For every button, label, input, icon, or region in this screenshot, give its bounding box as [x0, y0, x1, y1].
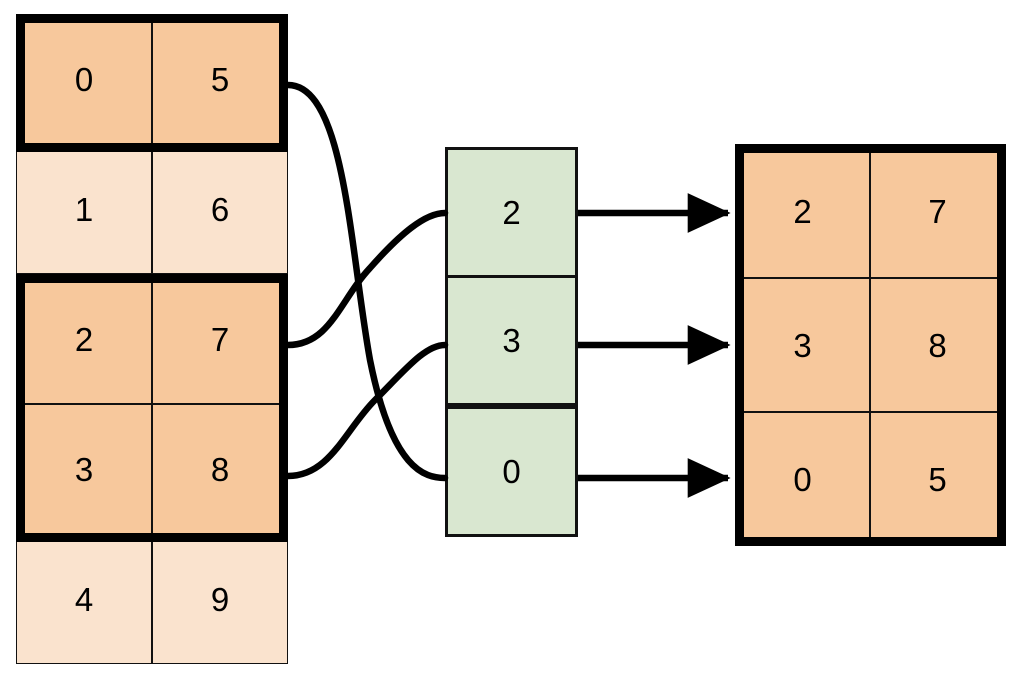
result-matrix: 2 7 3 8 0 5 — [735, 144, 1005, 546]
curve-row0-to-index2 — [284, 81, 449, 482]
result-cell-1-1: 8 — [870, 278, 1005, 412]
result-cell-0-1: 7 — [870, 144, 1005, 278]
index-row-1[interactable]: 3 — [445, 275, 578, 409]
source-row-3[interactable]: 3 8 — [16, 404, 288, 534]
source-cell-3-0: 3 — [16, 404, 152, 534]
result-cell-2-1: 5 — [870, 412, 1005, 546]
curve-row2-to-index0 — [284, 209, 449, 349]
source-cell-3-1: 8 — [152, 404, 288, 534]
index-row-0[interactable]: 2 — [445, 147, 578, 278]
index-cell-1: 3 — [445, 275, 578, 406]
result-row-0[interactable]: 2 7 — [735, 144, 1005, 278]
curve-row3-to-index1 — [284, 341, 449, 480]
source-cell-2-0: 2 — [16, 274, 152, 404]
source-row-4[interactable]: 4 9 — [16, 534, 288, 664]
index-cell-0: 2 — [445, 147, 578, 278]
source-row-0[interactable]: 0 5 — [16, 14, 288, 144]
source-row-1[interactable]: 1 6 — [16, 144, 288, 274]
source-cell-1-0: 1 — [16, 144, 152, 274]
source-cell-0-1: 5 — [152, 14, 288, 144]
index-row-2[interactable]: 0 — [445, 406, 578, 540]
result-cell-2-0: 0 — [735, 412, 870, 546]
source-cell-0-0: 0 — [16, 14, 152, 144]
source-row-2[interactable]: 2 7 — [16, 274, 288, 404]
source-cell-2-1: 7 — [152, 274, 288, 404]
source-cell-4-1: 9 — [152, 534, 288, 664]
index-vector: 2 3 0 — [445, 147, 578, 540]
result-cell-0-0: 2 — [735, 144, 870, 278]
source-matrix: 0 5 1 6 2 7 3 8 4 9 — [16, 14, 288, 664]
source-cell-4-0: 4 — [16, 534, 152, 664]
result-cell-1-0: 3 — [735, 278, 870, 412]
index-cell-2: 0 — [445, 406, 578, 537]
source-cell-1-1: 6 — [152, 144, 288, 274]
result-row-2[interactable]: 0 5 — [735, 412, 1005, 546]
result-row-1[interactable]: 3 8 — [735, 278, 1005, 412]
